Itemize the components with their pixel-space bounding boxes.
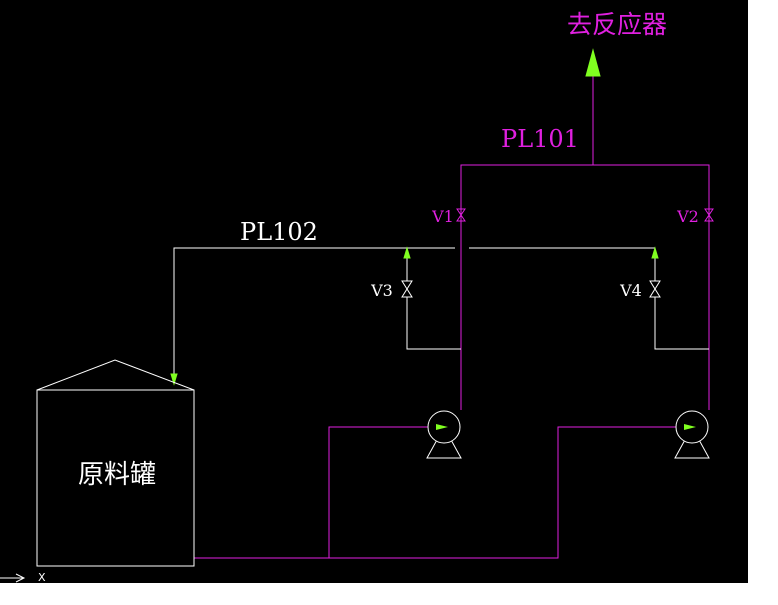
line-pl101 — [194, 76, 710, 559]
label-v1: V1 — [431, 207, 454, 226]
pump-1-arrow-icon — [436, 424, 448, 430]
label-pl102: PL102 — [240, 218, 318, 246]
line-pl102 — [173, 247, 709, 378]
valve-v2[interactable] — [704, 208, 714, 222]
arrow-to-reactor-icon — [585, 48, 601, 77]
valve-v4[interactable] — [649, 280, 661, 298]
pump-2[interactable] — [674, 410, 710, 459]
ucs-axis-icon — [0, 573, 26, 583]
cad-canvas: 去反应器 PL101 PL102 V1 V2 V3 V4 原料罐 X — [0, 0, 748, 583]
valve-v1[interactable] — [456, 208, 466, 222]
label-v3: V3 — [370, 281, 393, 300]
pump-1[interactable] — [426, 410, 462, 459]
flow-arrows — [170, 48, 659, 386]
label-v4: V4 — [619, 281, 642, 300]
arrow-into-tank-icon — [170, 373, 178, 386]
raw-material-tank[interactable] — [36, 359, 195, 567]
label-v2: V2 — [676, 207, 699, 226]
arrow-v3-up-icon — [403, 246, 411, 259]
label-destination: 去反应器 — [567, 10, 667, 39]
label-axis-x: X — [38, 571, 46, 583]
pid-diagram: 去反应器 PL101 PL102 V1 V2 V3 V4 原料罐 X — [0, 10, 714, 583]
valve-v3[interactable] — [401, 280, 413, 298]
arrow-v4-up-icon — [651, 246, 659, 259]
label-tank: 原料罐 — [78, 460, 156, 490]
label-pl101: PL101 — [501, 125, 579, 153]
pump-2-arrow-icon — [684, 424, 696, 430]
